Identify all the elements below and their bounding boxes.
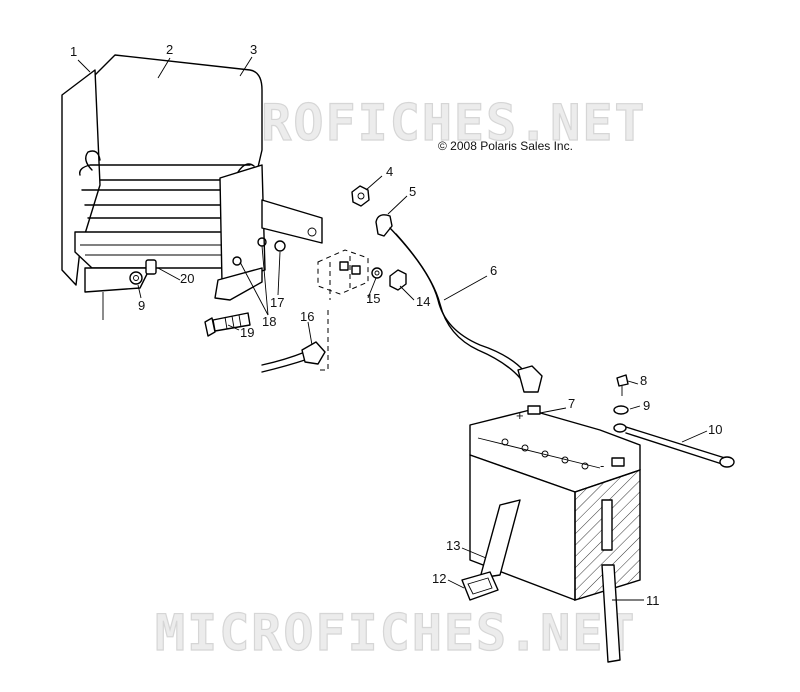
callout-20: 20 <box>180 271 194 286</box>
callouts: 1 2 3 4 5 6 7 8 9 9 10 11 12 13 14 15 16… <box>70 42 722 608</box>
callout-19: 19 <box>240 325 254 340</box>
callout-15: 15 <box>366 291 380 306</box>
battery-box-assembly <box>61 54 323 320</box>
callout-6: 6 <box>490 263 497 278</box>
copyright-text: © 2008 Polaris Sales Inc. <box>438 139 573 153</box>
watermark-bottom: MICROFICHES.NET <box>155 604 637 662</box>
mounting-bracket <box>219 164 266 284</box>
positive-cable <box>375 214 543 393</box>
callout-1: 1 <box>70 44 77 59</box>
callout-8: 8 <box>640 373 647 388</box>
leader-lines <box>77 56 708 601</box>
cable-16 <box>261 341 326 373</box>
bolt-19 <box>204 312 251 337</box>
terminal-plus: + <box>516 408 524 423</box>
battery-cover <box>94 54 263 181</box>
callout-9-left: 9 <box>138 298 145 313</box>
callout-16: 16 <box>300 309 314 324</box>
callout-13: 13 <box>446 538 460 553</box>
callout-12: 12 <box>432 571 446 586</box>
callout-4: 4 <box>386 164 393 179</box>
tray-hardware <box>129 237 286 337</box>
battery: + - <box>469 405 641 663</box>
negative-hardware <box>613 374 735 468</box>
callout-18: 18 <box>262 314 276 329</box>
callout-5: 5 <box>409 184 416 199</box>
nut-4 <box>351 185 370 207</box>
callout-3: 3 <box>250 42 257 57</box>
callout-2: 2 <box>166 42 173 57</box>
callout-14: 14 <box>416 294 430 309</box>
relay-block <box>317 249 407 371</box>
callout-11: 11 <box>646 593 660 608</box>
terminal-minus: - <box>600 458 604 473</box>
callout-10: 10 <box>708 422 722 437</box>
callout-9-right: 9 <box>643 398 650 413</box>
callout-7: 7 <box>568 396 575 411</box>
callout-17: 17 <box>270 295 284 310</box>
hold-down-strap <box>461 499 521 601</box>
